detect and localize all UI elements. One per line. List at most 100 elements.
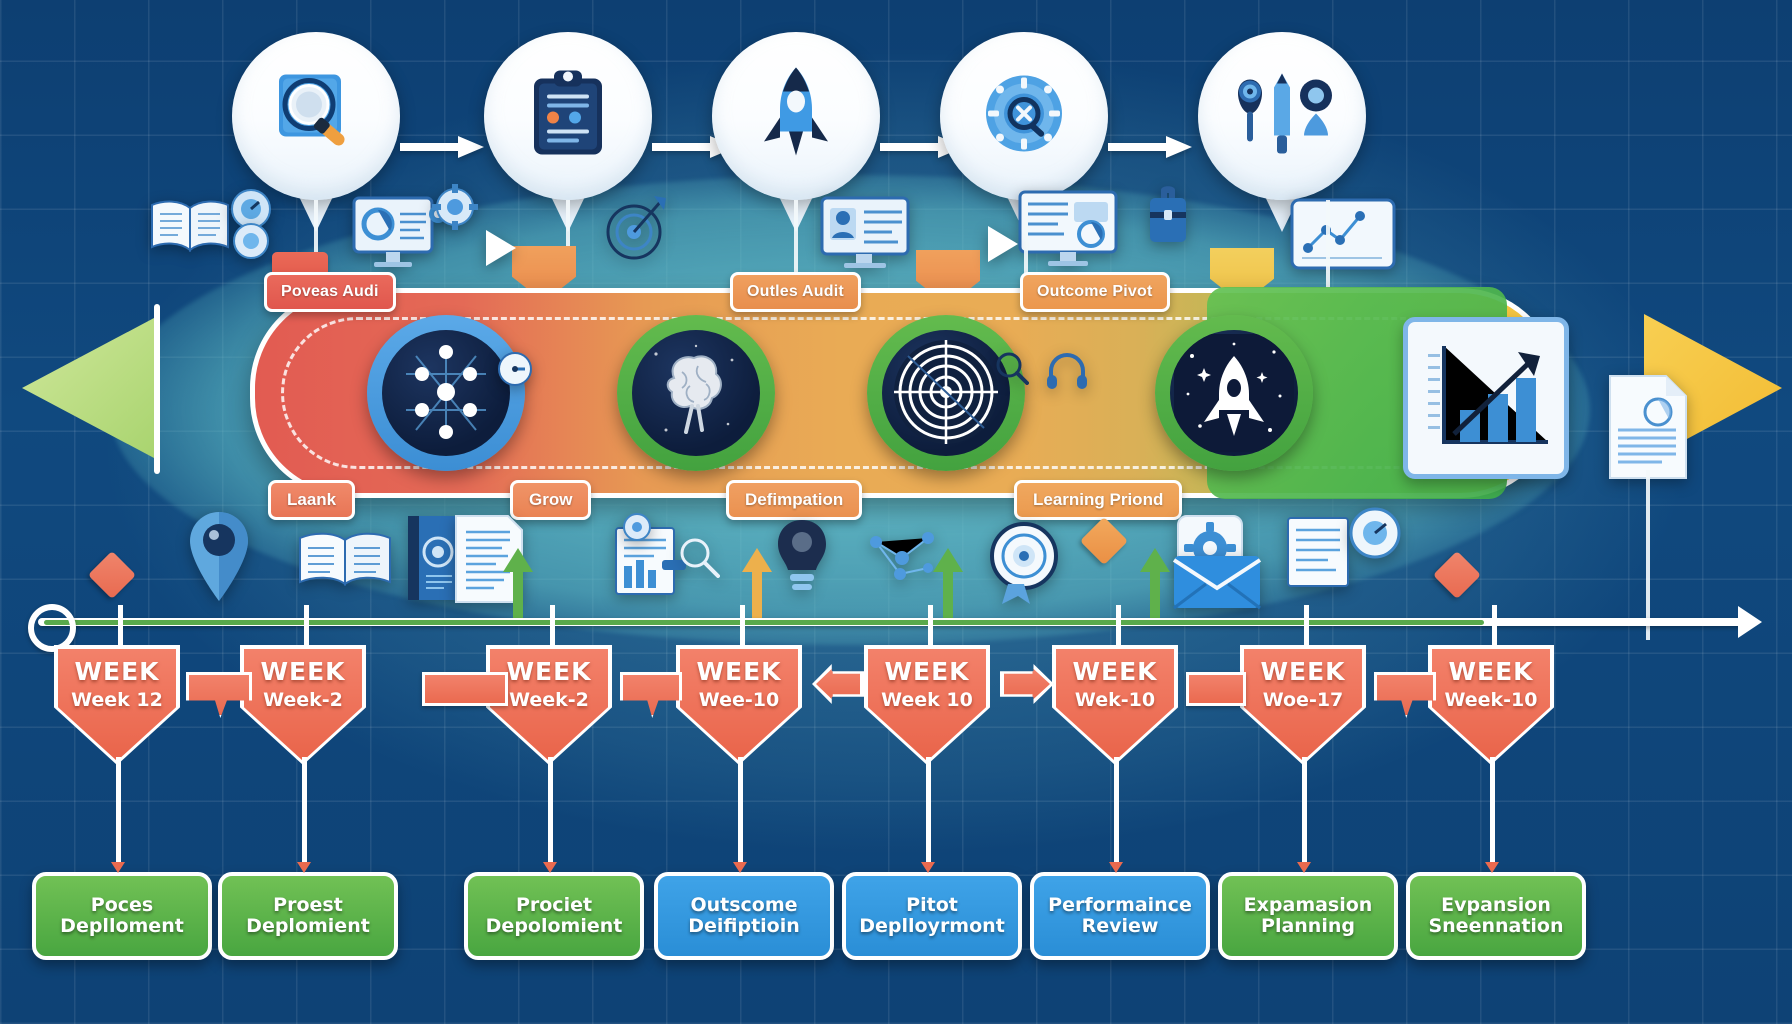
week-card-connector: [1113, 757, 1119, 867]
node-network[interactable]: [367, 315, 525, 471]
week-marker[interactable]: WEEK Wee-10: [676, 645, 802, 765]
week-number: Week 10: [881, 689, 973, 711]
week-word: WEEK: [696, 657, 782, 686]
week-axis-connector: [928, 605, 933, 649]
week-card-connector: [1489, 757, 1495, 867]
tools-growth-icon: [1228, 66, 1336, 167]
week-word: WEEK: [1260, 657, 1346, 686]
node-rocket[interactable]: [1155, 315, 1313, 471]
week-connector-3: [620, 672, 682, 718]
open-book-icon: [148, 196, 232, 259]
week-marker[interactable]: WEEK Week 10: [864, 645, 990, 765]
week-axis-connector: [550, 605, 555, 649]
pin-plan[interactable]: [484, 32, 652, 232]
id-card-monitor-icon: [820, 196, 918, 275]
week-number: Wee-10: [698, 689, 780, 711]
pin-arrow-4: [1108, 134, 1192, 160]
band-bottom-label-1: Laank: [268, 480, 356, 520]
week-connector-1: [186, 672, 252, 718]
dashboard-gauge-icon: [976, 66, 1072, 167]
week-axis-connector: [740, 605, 745, 649]
week-number: Wek-10: [1074, 689, 1156, 711]
pin-connector: [314, 200, 318, 292]
band-left-arrow: [22, 318, 154, 458]
week-card-connector: [925, 757, 931, 867]
gauge-small-icon: [230, 188, 272, 235]
week-card-arrowhead: [921, 862, 935, 873]
network-small-icon: [862, 524, 940, 591]
pin-launch[interactable]: [712, 32, 880, 232]
week-card-connector: [547, 757, 553, 867]
gauge-small-icon: [1348, 506, 1402, 565]
play-triangle-icon: [986, 224, 1020, 269]
up-arrow-orange: [742, 548, 772, 626]
clipboard-icon: [526, 67, 610, 166]
week-card-connector: [115, 757, 121, 867]
rocket-stars-icon: [1170, 330, 1298, 456]
up-arrow-green: [503, 548, 533, 626]
pin-connector: [566, 200, 570, 260]
gear-icon: [432, 184, 478, 235]
open-book-icon: [296, 528, 394, 595]
roadmap-band: Poveas Audi Outles Audit Outcome Pivot L…: [22, 272, 1782, 520]
node-target[interactable]: [867, 315, 1025, 471]
week-card-connector: [1301, 757, 1307, 867]
pin-connector: [1024, 200, 1028, 288]
week-card-arrowhead: [111, 862, 125, 873]
location-pin-icon: [186, 508, 252, 609]
analytics-tablet-icon: [1290, 198, 1396, 275]
week-axis-connector: [1304, 605, 1309, 649]
pin-connector: [1326, 200, 1330, 292]
target-icon: [604, 192, 672, 269]
week-card-arrowhead: [1109, 862, 1123, 873]
gauge-small-icon: [497, 351, 533, 392]
dashboard-monitor-icon: [1018, 190, 1128, 273]
week-axis-connector: [1116, 605, 1121, 649]
week-word: WEEK: [884, 657, 970, 686]
band-top-label-2: Outles Audit: [730, 272, 861, 312]
notes-icon: [1284, 514, 1364, 595]
node-growth-chart[interactable]: [1403, 317, 1569, 479]
node-brain[interactable]: [617, 315, 775, 471]
pin-scale[interactable]: [1198, 32, 1366, 232]
week-axis-connector: [304, 605, 309, 649]
week-card-connector: [737, 757, 743, 867]
pin-audit[interactable]: [232, 32, 400, 232]
pin-monitor[interactable]: [940, 32, 1108, 232]
week-axis-connector: [118, 605, 123, 649]
week-axis-connector: [1492, 605, 1497, 649]
gauge-small-icon: [232, 222, 270, 265]
week-number: Week-2: [263, 689, 343, 711]
week-number: Week 12: [71, 689, 163, 711]
up-arrow-green: [1140, 548, 1170, 626]
timeline-start-knob[interactable]: [28, 604, 76, 652]
week-connector-6: [1186, 672, 1246, 706]
band-bottom-label-2: Grow: [510, 480, 592, 520]
week-marker-shape: WEEK Week 10: [864, 645, 990, 765]
week-connector-4: [812, 664, 864, 704]
top-pin-row: [0, 22, 1792, 252]
week-connector-2: [422, 672, 508, 706]
week-card-connector: [301, 757, 307, 867]
